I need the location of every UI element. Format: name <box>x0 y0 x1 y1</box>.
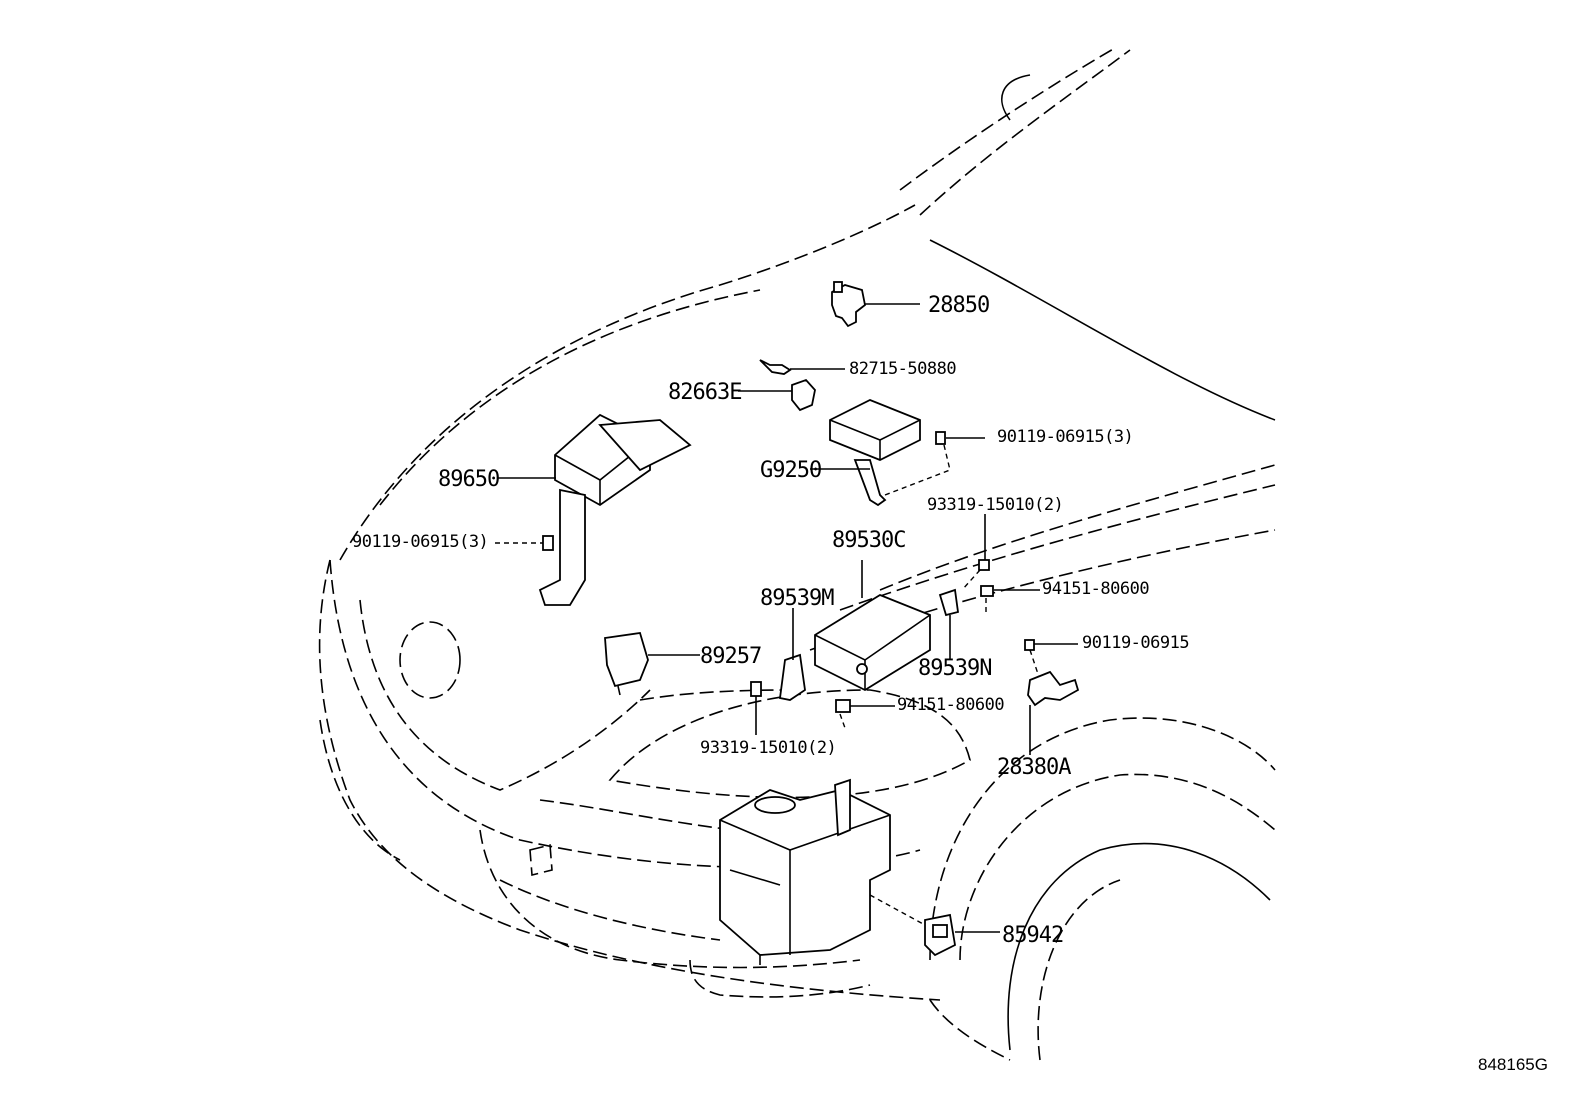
part-94151a-graphic <box>980 585 1040 615</box>
part-label-28850: 28850 <box>928 293 990 318</box>
part-label-G9250: G9250 <box>760 458 822 483</box>
part-label-82663E: 82663E <box>668 380 742 405</box>
part-93319b-graphic <box>750 681 762 735</box>
part-label-89539M: 89539M <box>760 586 834 611</box>
part-89530C-graphic <box>814 560 931 692</box>
part-90119a-graphic <box>935 431 985 471</box>
part-label-89257: 89257 <box>700 644 762 669</box>
part-label-90119-06915-right: 90119-06915 <box>1082 633 1190 653</box>
diagram-reference-code: 848165G <box>1478 1055 1548 1074</box>
part-label-28380A: 28380A <box>997 755 1071 780</box>
part-28850-graphic <box>831 281 920 328</box>
vehicle-outline <box>318 47 1276 1061</box>
part-93319a-graphic <box>961 514 990 591</box>
part-28380A-graphic <box>1027 670 1080 755</box>
part-label-90119-06915-3-left: 90119-06915(3) <box>352 532 489 552</box>
part-82715-graphic <box>759 359 845 375</box>
part-label-89650: 89650 <box>438 467 500 492</box>
part-label-90119-06915-3-top: 90119-06915(3) <box>997 427 1134 447</box>
part-94151b-graphic <box>835 699 895 729</box>
part-82663E-graphic <box>738 378 816 412</box>
part-89650-graphic <box>498 413 692 606</box>
part-label-82715-50880: 82715-50880 <box>849 359 957 379</box>
part-G9250-graphic <box>810 399 951 507</box>
part-89539M-graphic <box>778 608 806 701</box>
part-90119c-graphic <box>1024 639 1078 681</box>
part-label-94151-80600-bottom: 94151-80600 <box>897 695 1005 715</box>
washer-tank-graphic <box>719 778 891 965</box>
part-89539N-graphic <box>938 588 960 660</box>
part-label-85942: 85942 <box>1002 923 1064 948</box>
part-90119b-graphic <box>495 535 554 551</box>
part-label-94151-80600-top: 94151-80600 <box>1042 579 1150 599</box>
part-89257-graphic <box>604 631 700 696</box>
part-label-89539N: 89539N <box>918 656 992 681</box>
part-label-93319-15010-2-bottom: 93319-15010(2) <box>700 738 837 758</box>
part-85942-graphic <box>869 894 1000 957</box>
part-label-93319-15010-2-top: 93319-15010(2) <box>927 495 1064 515</box>
part-label-89530C: 89530C <box>832 528 906 553</box>
